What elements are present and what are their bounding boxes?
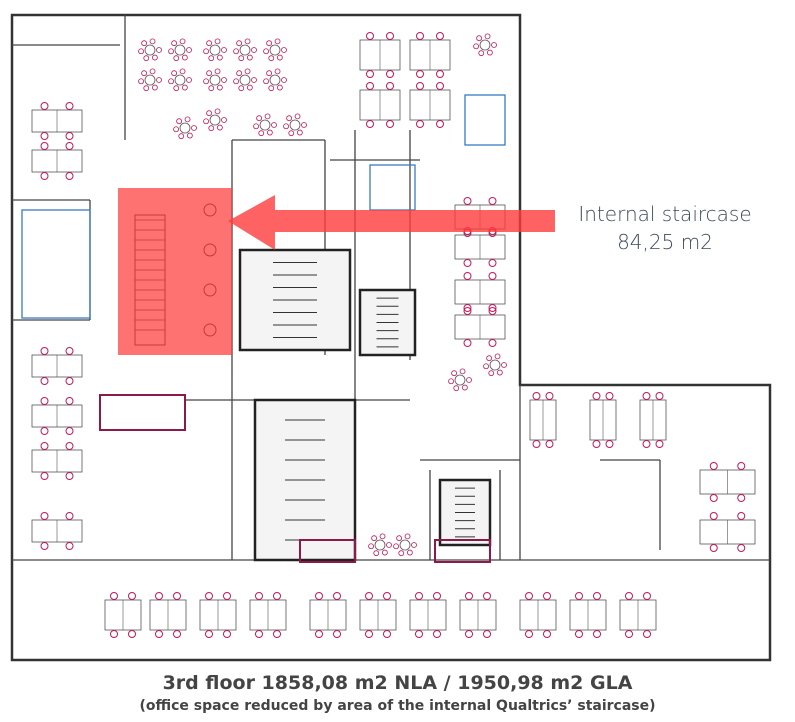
round-table: [283, 113, 307, 137]
round-table: [203, 38, 227, 62]
desk-cluster: [199, 592, 237, 638]
round-table: [168, 38, 192, 62]
desk-cluster: [589, 392, 617, 448]
round-table: [138, 68, 162, 92]
round-table: [233, 68, 257, 92]
round-table: [448, 368, 472, 392]
round-table: [233, 38, 257, 62]
desk-cluster: [409, 32, 451, 78]
arrow-icon: [228, 195, 555, 250]
callout-label: Internal staircase: [578, 202, 752, 226]
round-table: [253, 113, 277, 137]
round-table: [473, 33, 497, 57]
desk-cluster: [699, 512, 756, 552]
desk-cluster: [31, 142, 83, 180]
callout-area: 84,25 m2: [617, 230, 713, 254]
desk-cluster: [519, 592, 557, 638]
round-table: [203, 68, 227, 92]
round-table: [263, 68, 287, 92]
staircase-callout: Internal staircase 84,25 m2: [560, 200, 770, 256]
desk-cluster: [639, 392, 667, 448]
desk-cluster: [529, 392, 557, 448]
floor-plan: [10, 13, 772, 662]
round-table: [168, 68, 192, 92]
desk-cluster: [359, 82, 401, 128]
desk-cluster: [31, 102, 83, 140]
desk-cluster: [409, 82, 451, 128]
desk-cluster: [454, 227, 506, 267]
stair-core: [253, 398, 357, 562]
desk-cluster: [699, 462, 756, 502]
desk-cluster: [104, 592, 142, 638]
desk-cluster: [149, 592, 187, 638]
round-table: [393, 533, 417, 557]
floor-title: 3rd floor 1858,08 m2 NLA / 1950,98 m2 GL…: [162, 672, 633, 694]
desk-cluster: [619, 592, 657, 638]
round-table: [483, 353, 507, 377]
stair-core: [438, 478, 492, 547]
desk-cluster: [459, 592, 497, 638]
desk-cluster: [454, 272, 506, 312]
desk-cluster: [31, 397, 83, 435]
desk-cluster: [359, 592, 397, 638]
round-table: [138, 38, 162, 62]
desk-cluster: [249, 592, 287, 638]
stair-core: [238, 248, 352, 352]
internal-staircase-highlight: [118, 188, 555, 355]
round-table: [263, 38, 287, 62]
desk-cluster: [409, 592, 447, 638]
round-table: [368, 533, 392, 557]
round-table: [173, 116, 197, 140]
desk-cluster: [31, 347, 83, 385]
desk-cluster: [309, 592, 347, 638]
building-outline: [10, 13, 772, 662]
desk-cluster: [454, 307, 506, 347]
stair-cores: [134, 214, 492, 562]
stair-core: [358, 288, 417, 357]
desk-clusters: [31, 32, 756, 638]
floor-subtitle: (office space reduced by area of the int…: [139, 698, 656, 714]
desk-cluster: [31, 442, 83, 480]
round-table: [203, 108, 227, 132]
desk-cluster: [31, 512, 83, 550]
desk-cluster: [569, 592, 607, 638]
desk-cluster: [359, 32, 401, 78]
